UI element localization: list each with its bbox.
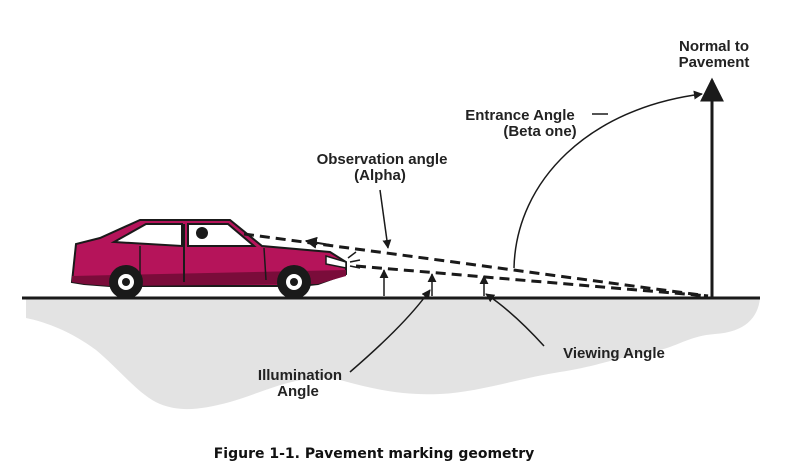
observation-label-line1: Observation angle: [317, 151, 448, 168]
ground-surface: [26, 298, 760, 410]
sight-lines: [243, 232, 709, 298]
illumination-leader: [349, 289, 431, 373]
entrance-label-line2: (Beta one): [503, 123, 576, 140]
normal-label-line1: Normal to: [679, 38, 749, 55]
observation-label-line2: (Alpha): [354, 167, 406, 184]
viewing-leader: [485, 293, 545, 347]
car: [70, 219, 361, 299]
entrance-arc: [513, 90, 703, 269]
normal-label-line2: Pavement: [679, 54, 750, 71]
illumination-label-line2: Angle: [277, 383, 319, 400]
entrance-label-line1: Entrance Angle: [465, 107, 574, 124]
illumination-label-line1: Illumination: [258, 367, 342, 384]
observation-leader: [379, 189, 392, 249]
viewing-label: Viewing Angle: [563, 345, 665, 362]
observation-ray-arrow: [304, 236, 331, 249]
figure-caption: Figure 1-1. Pavement marking geometry: [214, 446, 535, 462]
angle-markers: [379, 269, 489, 296]
